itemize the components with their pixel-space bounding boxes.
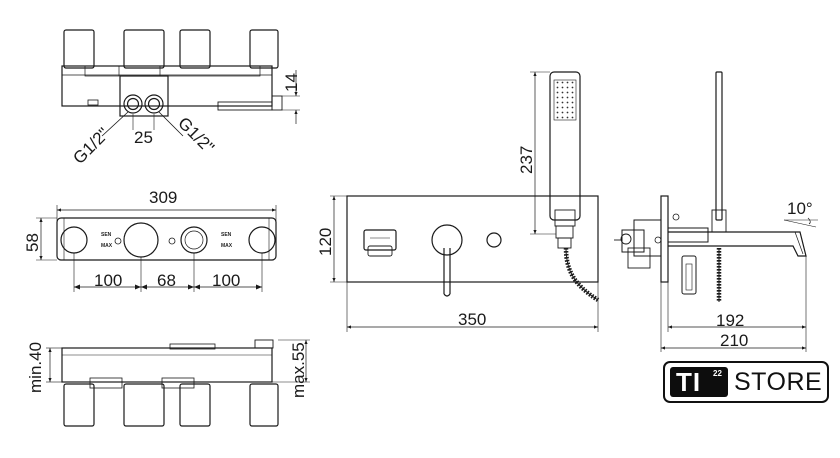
- dim-hose-height: 237: [517, 146, 536, 174]
- middle-view: [36, 205, 277, 292]
- dim-bot-min: min.40: [26, 342, 45, 393]
- brand-logo: TI 22 STORE: [663, 361, 829, 403]
- dim-mid-height: 58: [23, 233, 42, 252]
- front-view: [330, 71, 600, 332]
- thread-label-right: G1/2": [174, 113, 218, 157]
- dim-side-total: 210: [720, 331, 748, 350]
- dim-plate-width: 350: [458, 310, 486, 329]
- dim-mid-seg-3: 100: [212, 271, 240, 290]
- dim-top-height: 14: [282, 73, 301, 92]
- dim-mid-total-width: 309: [149, 188, 177, 207]
- dim-bot-max: max.55: [289, 342, 308, 398]
- valve-mark-2: MAX: [101, 243, 113, 249]
- brand-ti-badge: TI 22: [670, 367, 728, 397]
- bottom-view: [46, 339, 310, 427]
- side-view: [614, 71, 818, 352]
- brand-ti-text: TI: [676, 367, 702, 397]
- brand-store-text: STORE: [734, 368, 823, 396]
- dim-side-angle: 10°: [787, 199, 813, 218]
- brand-superscript: 22: [713, 369, 722, 378]
- dim-plate-height: 120: [316, 228, 335, 256]
- valve-mark-4: MAX: [221, 243, 233, 249]
- valve-mark-3: SEN: [221, 232, 232, 238]
- thread-label-left: G1/2": [69, 124, 113, 168]
- dim-mid-seg-2: 68: [157, 271, 176, 290]
- dim-mid-seg-1: 100: [94, 271, 122, 290]
- dim-side-spout: 192: [716, 311, 744, 330]
- dim-pipe-spacing: 25: [134, 128, 153, 147]
- valve-mark-1: SEN: [101, 232, 112, 238]
- top-view: [61, 29, 300, 137]
